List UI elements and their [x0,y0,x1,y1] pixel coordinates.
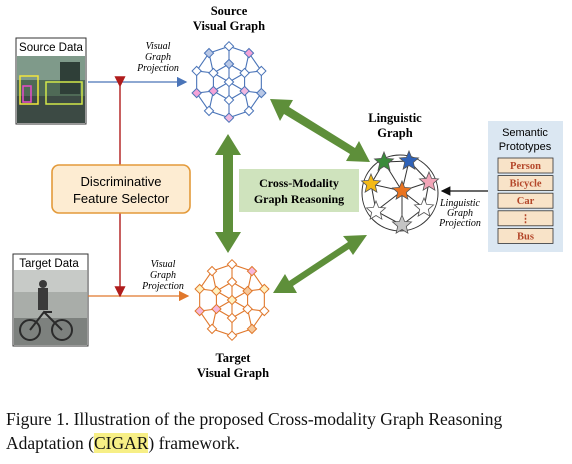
graph-node [223,112,235,124]
graph-node [223,40,235,52]
source-projection-label-line2: Graph [145,52,171,63]
target-projection-label-line3: Projection [141,281,184,292]
source-projection-label-line3: Projection [136,63,179,74]
feature-selector-label-line1: Discriminative [81,174,162,189]
source-visual-graph [191,40,267,124]
prototype-cell [497,192,554,209]
target-projection-label-line2: Graph [150,270,176,281]
semantic-title-line1: Semantic [502,127,548,139]
linguistic-graph-title-line1: Linguistic [368,111,422,125]
graph-node [243,105,255,117]
semantic-title-line2: Prototypes [499,141,552,153]
source-projection-label-line1: Visual [146,41,171,52]
source-graph-title-line2: Visual Graph [193,19,265,33]
graph-node [226,258,238,270]
graph-node [211,285,222,297]
target-graph-title-line1: Target [216,351,252,365]
prototype-cell [497,210,554,227]
linguistic-projection-label-line1: Linguistic [439,198,481,209]
caption-highlight: CIGAR [93,433,149,453]
graph-node [243,47,255,59]
prototype-label: Car [517,196,535,207]
prototype-label: Bus [517,231,534,242]
graph-node [206,265,218,277]
target-graph-title-line2: Visual Graph [197,366,269,380]
graph-node [239,67,250,79]
ling-star-node [360,172,382,193]
feature-selector-box [51,164,191,214]
graph-node [191,87,202,99]
graph-node [208,85,219,97]
graph-node [242,285,253,297]
graph-reasoning-label-line1: Cross-Modality [259,176,339,190]
figure-caption: Figure 1. Illustration of the proposed C… [6,407,566,455]
ling-star-node [365,199,387,220]
graph-node [194,305,205,317]
prototype-label: Bicycle [509,179,541,190]
ling-star-node [373,150,395,171]
ling-star-node [391,179,413,200]
caption-prefix: Figure 1. Illustration of the proposed C… [6,409,503,453]
prototype-label: ⋮ [520,213,531,225]
ling-star-node [413,196,435,217]
source-data-label: Source Data [19,42,84,54]
vertical-reasoning-arrow [215,134,241,253]
graph-node [194,283,205,295]
graph-node [203,105,215,117]
graph-reasoning-label-line2: Graph Reasoning [254,192,344,206]
graph-node [208,67,219,79]
prototype-label: Person [510,161,541,172]
graph-node [226,276,238,288]
framework-diagram: Source Visual Graph Target Visual Graph … [12,4,563,380]
caption-suffix: ) framework. [148,433,240,453]
graph-node [246,265,258,277]
target-data-image [12,253,89,347]
source-data-image [15,37,87,125]
graph-node [259,283,270,295]
target-projection-label-line1: Visual [151,259,176,270]
graph-node [239,85,250,97]
prototype-cell [497,175,554,192]
prototype-cell [497,157,554,174]
ling-star-node [391,213,413,234]
linguistic-projection-label-line3: Projection [438,218,481,229]
ling-star-node [418,170,440,191]
graph-node [256,65,267,77]
graph-node [203,47,215,59]
target-visual-graph [194,258,270,342]
graph-node [223,58,235,70]
ling-star-node [398,149,420,170]
linguistic-projection-label-line2: Graph [447,208,473,219]
prototype-cell [497,227,554,244]
green-arrows [215,99,370,293]
feature-selector-label-line2: Feature Selector [73,191,170,206]
graph-node [226,330,238,342]
linguistic-graph-title-line2: Graph [377,126,412,140]
graph-node [191,65,202,77]
linguistic-graph [360,149,440,234]
graph-reasoning-box [239,169,359,212]
graph-node [259,305,270,317]
graph-node [223,94,235,106]
source-graph-title-line1: Source [211,4,248,18]
graph-node [226,312,238,324]
graph-node [246,323,258,335]
graph-node [206,323,218,335]
graph-node [226,294,238,306]
source-linguistic-arrow [270,99,370,162]
graph-node [223,76,235,88]
graph-node [256,87,267,99]
graph-node [242,303,253,315]
graph-node [211,303,222,315]
target-data-label: Target Data [19,258,79,270]
target-linguistic-arrow [273,235,367,293]
